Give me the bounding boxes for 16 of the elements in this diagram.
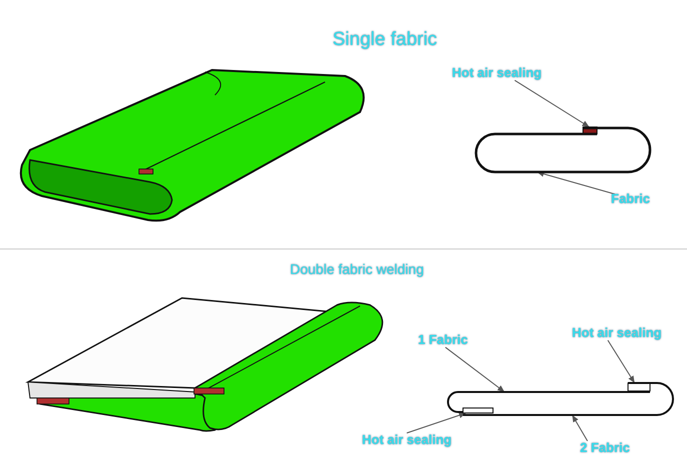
fabric-cross-section (474, 126, 652, 174)
callout-text: Fabric (611, 192, 650, 206)
leader-line (572, 414, 588, 442)
leader-line (607, 340, 636, 384)
fabric-cross-section (447, 391, 650, 413)
leader-line (444, 346, 506, 392)
section-heading: Double fabric welding (290, 262, 424, 278)
callout-text: Hot air sealing (362, 433, 452, 448)
callout-text: 1 Fabric (418, 333, 468, 348)
section-heading: Single fabric (332, 30, 438, 51)
fabric-cross-section (463, 382, 674, 416)
leader-line (406, 412, 466, 434)
leader-line (514, 80, 590, 128)
callout-text: Hot air sealing (572, 326, 662, 340)
callout-text: Hot air sealing (452, 66, 542, 80)
callout-text: 2 Fabric (580, 441, 630, 456)
